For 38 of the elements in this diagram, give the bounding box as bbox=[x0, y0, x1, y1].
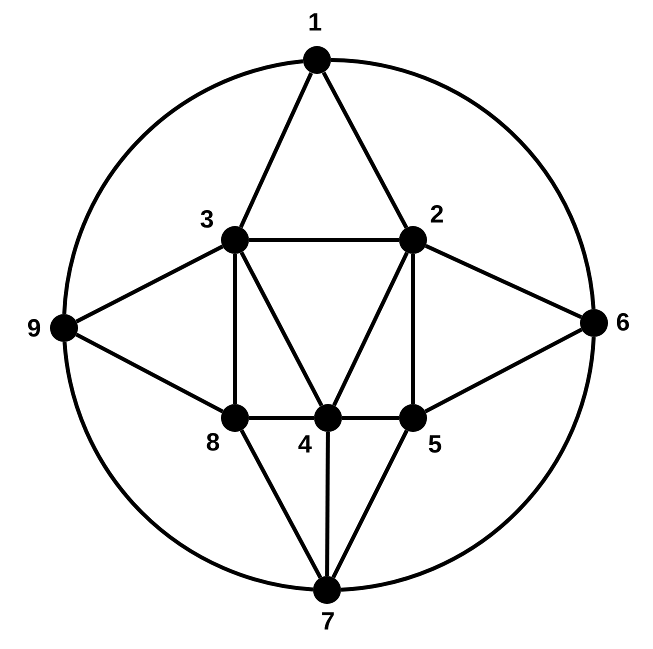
edge-line bbox=[76, 244, 224, 324]
edge-line bbox=[233, 254, 237, 404]
vertex-number: 9 bbox=[27, 316, 41, 342]
edge-line bbox=[249, 416, 314, 420]
vertex-dot bbox=[221, 226, 249, 254]
edge-line bbox=[342, 416, 399, 420]
edge-line bbox=[331, 430, 409, 578]
edge-line bbox=[240, 251, 324, 407]
edge-line bbox=[424, 244, 582, 319]
vertex-number: 2 bbox=[430, 202, 444, 228]
vertex-dot bbox=[313, 576, 341, 604]
vertex-number: 1 bbox=[308, 10, 322, 36]
vertex-dot bbox=[221, 404, 249, 432]
edge-line bbox=[238, 72, 314, 228]
vertex-number: 7 bbox=[321, 609, 335, 634]
vertex-number: 4 bbox=[298, 432, 312, 458]
arc-edge bbox=[330, 58, 596, 310]
vertex-dot bbox=[399, 226, 427, 254]
edge-line bbox=[249, 238, 399, 242]
edge-line bbox=[411, 254, 415, 404]
edge-line bbox=[325, 432, 330, 576]
vertex-dot bbox=[314, 404, 342, 432]
vertex-number: 5 bbox=[428, 432, 442, 458]
edge-line bbox=[424, 328, 583, 414]
edge-line bbox=[332, 252, 409, 406]
vertex-number: 8 bbox=[206, 430, 220, 456]
vertex-number: 3 bbox=[200, 208, 214, 232]
edge-line bbox=[240, 429, 322, 579]
arc-edge bbox=[340, 336, 596, 592]
arc-edge bbox=[62, 342, 314, 592]
vertex-number: 6 bbox=[616, 310, 630, 336]
vertex-dot bbox=[580, 308, 608, 337]
edge-line bbox=[75, 332, 224, 414]
edge-line bbox=[322, 72, 408, 229]
vertex-dot bbox=[50, 314, 78, 342]
arc-edge bbox=[62, 59, 304, 314]
vertex-dot bbox=[303, 46, 331, 74]
vertex-dot bbox=[399, 404, 427, 432]
